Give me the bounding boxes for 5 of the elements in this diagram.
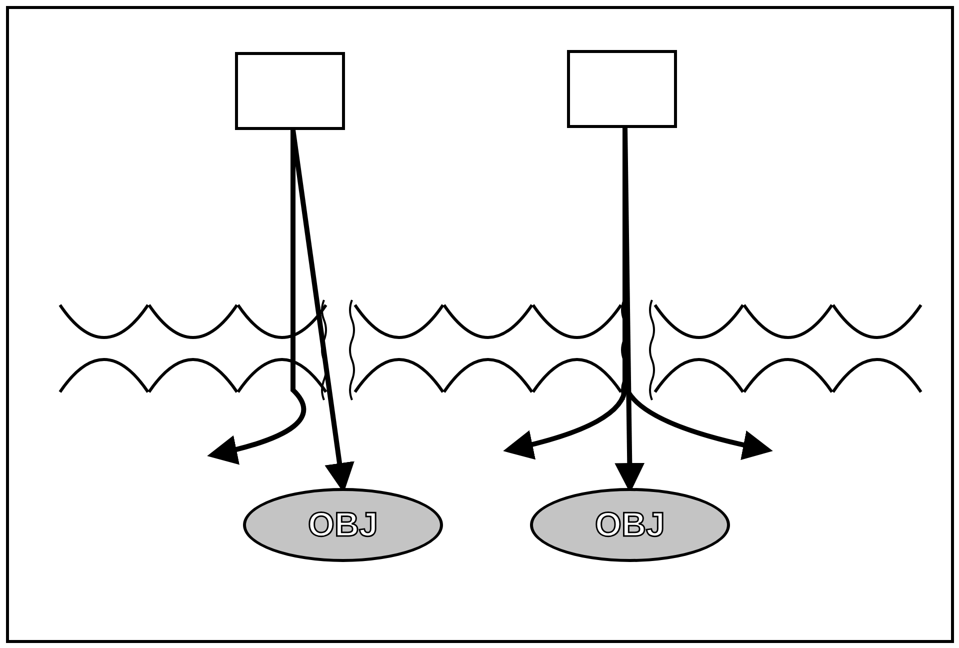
object-label: OBJ — [595, 504, 665, 546]
arrow — [207, 130, 306, 464]
empty-box — [567, 50, 677, 128]
object-label: OBJ — [308, 504, 378, 546]
empty-box — [235, 52, 345, 130]
